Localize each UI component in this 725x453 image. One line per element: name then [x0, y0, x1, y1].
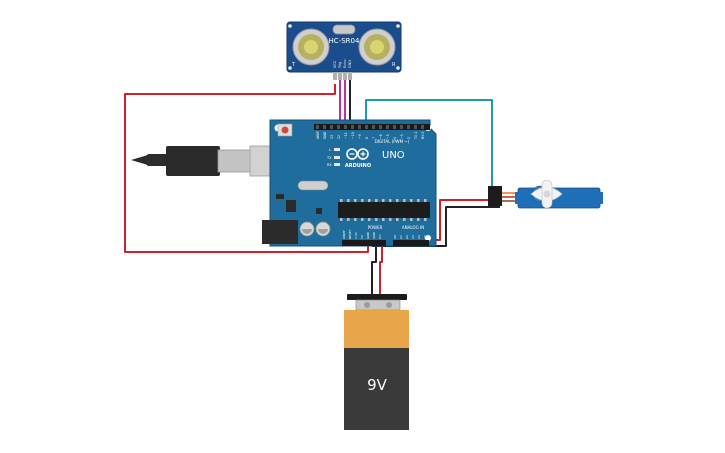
- sensor-pins: [333, 72, 352, 80]
- wire-black-battery[interactable]: [371, 240, 377, 300]
- sensor-right-mark: R: [392, 62, 396, 68]
- power-pin-label: Vin: [378, 234, 382, 239]
- analog-pin-label: A2: [405, 235, 409, 239]
- capacitors: [299, 221, 331, 237]
- analog-pin-label: A1: [399, 235, 403, 239]
- sensor-pin-label: VCC: [333, 60, 337, 68]
- power-pin-labels: IOREF RESET 3.3V 5V GND GND Vin: [342, 229, 382, 239]
- digital-pin-label: 2: [407, 137, 411, 139]
- digital-pin-label: ~9: [358, 134, 362, 139]
- sensor-pin-label: GND: [348, 60, 352, 68]
- wire-red-battery[interactable]: [379, 240, 383, 300]
- analog-pin-label: A0: [393, 235, 397, 239]
- usb-cable[interactable]: [131, 145, 271, 177]
- sensor-transmitter: [292, 28, 330, 66]
- analog-pin-label: A5: [423, 235, 427, 239]
- ultrasonic-sensor[interactable]: HC-SR04 T R VCC Trig Echo GND: [286, 21, 402, 80]
- arduino-model: UNO: [382, 150, 405, 161]
- analog-pin-label: A3: [411, 235, 415, 239]
- sensor-pin-label: Echo: [343, 60, 347, 69]
- power-jack: [262, 220, 298, 244]
- atmega-chip: [338, 199, 430, 221]
- servo-motor[interactable]: [488, 179, 603, 209]
- digital-pin-label: 13: [330, 135, 334, 139]
- servo-horn[interactable]: [530, 179, 563, 209]
- led-label: TX: [326, 156, 332, 160]
- battery-9v[interactable]: 9V: [344, 294, 409, 430]
- digital-pin-label: 7: [372, 137, 376, 139]
- sensor-pin-label: Trig: [338, 62, 342, 69]
- digital-pin-label: ~11: [344, 132, 348, 139]
- led-label: L: [329, 148, 331, 152]
- sensor-label: HC-SR04: [329, 37, 360, 45]
- power-pin-label: 5V: [360, 234, 364, 239]
- analog-pin-label: A4: [417, 235, 421, 239]
- servo-connector: [488, 186, 502, 206]
- digital-pin-label: RX 0: [421, 132, 425, 139]
- digital-header: [314, 124, 430, 130]
- digital-pin-label: ~10: [351, 132, 355, 139]
- arduino-logo: [346, 148, 369, 160]
- aref-label: AREF: [316, 131, 320, 139]
- board-crystal: [297, 180, 329, 191]
- digital-pin-label: 12: [337, 135, 341, 139]
- sensor-left-mark: T: [291, 62, 296, 68]
- battery-label: 9V: [367, 376, 388, 394]
- digital-pin-label: ~6: [379, 134, 383, 139]
- bottom-headers: [342, 240, 429, 246]
- sensor-pin-labels: VCC Trig Echo GND: [333, 60, 352, 70]
- power-pin-label: RESET: [348, 229, 352, 239]
- arduino-logo-text: ARDUINO: [345, 163, 371, 169]
- power-label: POWER: [368, 225, 383, 230]
- battery-cap: [347, 294, 407, 300]
- power-pin-label: 3.3V: [354, 231, 358, 239]
- digital-pin-labels: 13 12 ~11 ~10 ~9 8 7 ~6 ~5 4 ~3 2 TX 1 R…: [330, 132, 425, 140]
- gnd-label: GND: [323, 131, 327, 139]
- power-pin-label: GND: [366, 231, 370, 239]
- analog-pin-labels: A0 A1 A2 A3 A4 A5: [393, 235, 427, 239]
- digital-pin-label: 4: [393, 137, 397, 139]
- sensor-receiver: [358, 28, 396, 66]
- digital-label: DIGITAL (PWM ~): [375, 139, 410, 144]
- power-pin-label: IOREF: [342, 230, 346, 239]
- digital-pin-label: 8: [365, 137, 369, 139]
- digital-pin-label: ~5: [386, 134, 390, 139]
- reset-button[interactable]: [277, 123, 293, 137]
- wire-red-5v-to-sensor[interactable]: [124, 84, 369, 253]
- arduino-uno-board[interactable]: AREF GND 13 12 ~11 ~10 ~9 8 7 ~6 ~5 4 ~3…: [262, 119, 437, 247]
- digital-pin-label: TX 1: [414, 132, 418, 140]
- power-pin-label: GND: [372, 231, 376, 239]
- status-leds: L TX RX: [326, 148, 340, 167]
- digital-pin-label: ~3: [400, 134, 404, 139]
- wire-teal-signal-to-servo[interactable]: [365, 99, 493, 188]
- voltage-regulator: [286, 200, 296, 212]
- analog-label: ANALOG IN: [402, 225, 424, 230]
- led-label: RX: [327, 163, 332, 167]
